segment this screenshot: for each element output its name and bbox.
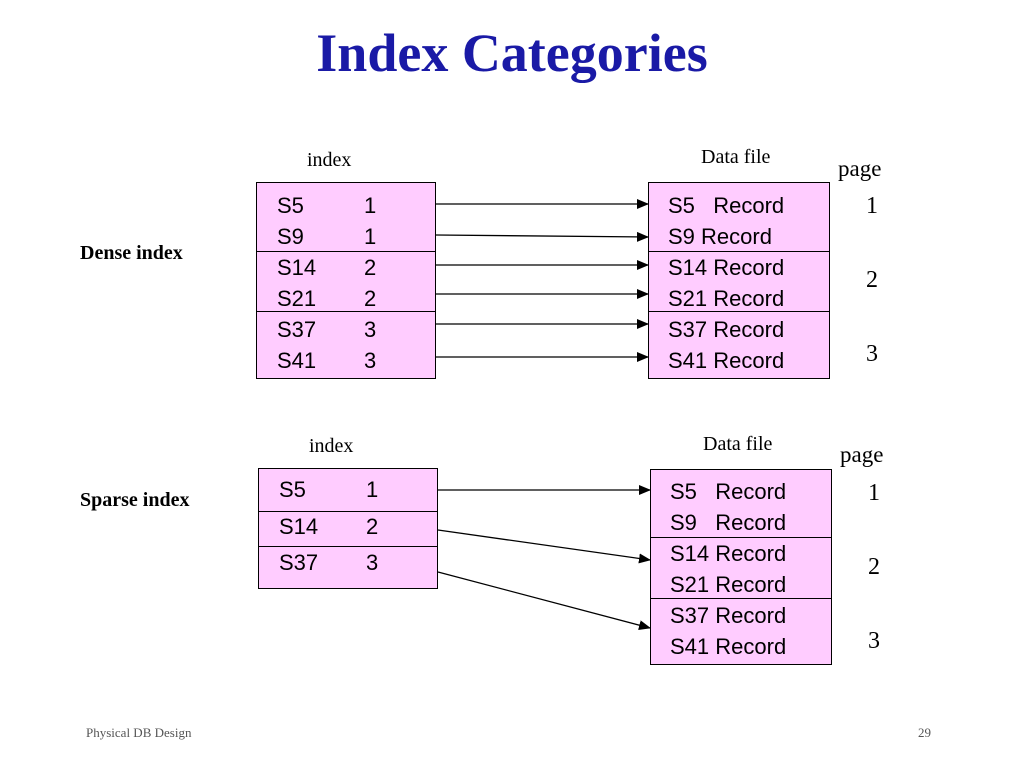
sparse-page-number: 2 [868, 554, 880, 580]
dense-data-record: S5 Record [668, 193, 785, 218]
sparse-data-file-box: S5 Record S9 Record S14 Record S21 Recor… [650, 469, 832, 665]
slide-title: Index Categories [316, 23, 708, 83]
index-key: S37 [277, 317, 317, 342]
dense-data-record: S37 Record [668, 317, 785, 342]
sparse-data-record: S9 Record [670, 510, 787, 535]
dense-index-row: S37 3 [277, 314, 376, 345]
index-key: S5 [279, 477, 306, 502]
dense-index-row: S5 1 [277, 190, 376, 221]
index-page: 1 [364, 193, 377, 218]
dense-index-rows: S5 1 S9 1 S14 2 S21 2 S37 3 S41 3 [277, 190, 376, 376]
dense-page-number: 2 [866, 267, 878, 293]
dense-index-label: Dense index [80, 242, 183, 264]
index-key: S41 [277, 348, 317, 373]
dense-data-rows: S5 Record S9 Record S14 Record S21 Recor… [668, 190, 784, 376]
sparse-page-divider [651, 537, 831, 538]
index-page: 1 [366, 477, 379, 502]
dense-page-number: 3 [866, 341, 878, 367]
index-page: 3 [366, 550, 379, 575]
index-page: 2 [366, 514, 379, 539]
index-key: S14 [279, 514, 319, 539]
dense-index-row: S41 3 [277, 345, 376, 376]
sparse-data-rows: S5 Record S9 Record S14 Record S21 Recor… [670, 476, 786, 662]
sparse-index-row: S14 2 [279, 511, 378, 542]
dense-page-number: 1 [866, 193, 878, 219]
dense-pointer-arrow [435, 231, 649, 242]
dense-page-header: page [838, 156, 882, 181]
dense-data-record: S21 Record [668, 286, 785, 311]
index-key: S37 [279, 550, 319, 575]
dense-page-divider [649, 251, 829, 252]
sparse-index-row: S37 3 [279, 547, 378, 578]
dense-data-record: S41 Record [668, 348, 785, 373]
sparse-page-number: 3 [868, 628, 880, 654]
sparse-index-divider [259, 511, 437, 512]
index-key: S14 [277, 255, 317, 280]
sparse-page-header: page [840, 442, 884, 467]
dense-index-row: S21 2 [277, 283, 376, 314]
dense-index-divider [257, 251, 435, 252]
sparse-page-number: 1 [868, 480, 880, 506]
index-key: S21 [277, 286, 317, 311]
index-key: S9 [277, 224, 304, 249]
index-page: 2 [364, 255, 377, 280]
sparse-page-divider [651, 598, 831, 599]
footer-left-text: Physical DB Design [86, 725, 192, 740]
index-page: 1 [364, 224, 377, 249]
sparse-index-box: S5 1 S14 2 S37 3 [258, 468, 438, 589]
sparse-data-record: S14 Record [670, 541, 787, 566]
sparse-data-record: S37 Record [670, 603, 787, 628]
sparse-index-header: index [309, 435, 354, 457]
sparse-pointer-arrow [437, 529, 651, 564]
sparse-data-record: S5 Record [670, 479, 787, 504]
index-page: 3 [364, 317, 377, 342]
slide-number: 29 [918, 725, 931, 740]
index-page: 3 [364, 348, 377, 373]
sparse-index-label: Sparse index [80, 489, 190, 511]
sparse-index-divider [259, 546, 437, 547]
dense-data-record: S14 Record [668, 255, 785, 280]
index-key: S5 [277, 193, 304, 218]
dense-index-header: index [307, 149, 352, 171]
sparse-data-record: S21 Record [670, 572, 787, 597]
sparse-index-row: S5 1 [279, 474, 378, 505]
dense-data-file-box: S5 Record S9 Record S14 Record S21 Recor… [648, 182, 830, 379]
sparse-data-file-header: Data file [703, 433, 773, 455]
dense-index-row: S9 1 [277, 221, 376, 252]
dense-data-record: S9 Record [668, 224, 772, 249]
dense-page-divider [649, 311, 829, 312]
sparse-pointer-arrow [437, 571, 651, 631]
index-page: 2 [364, 286, 377, 311]
dense-index-box: S5 1 S9 1 S14 2 S21 2 S37 3 S41 3 [256, 182, 436, 379]
dense-index-divider [257, 311, 435, 312]
dense-data-file-header: Data file [701, 146, 771, 168]
sparse-data-record: S41 Record [670, 634, 787, 659]
dense-index-row: S14 2 [277, 252, 376, 283]
